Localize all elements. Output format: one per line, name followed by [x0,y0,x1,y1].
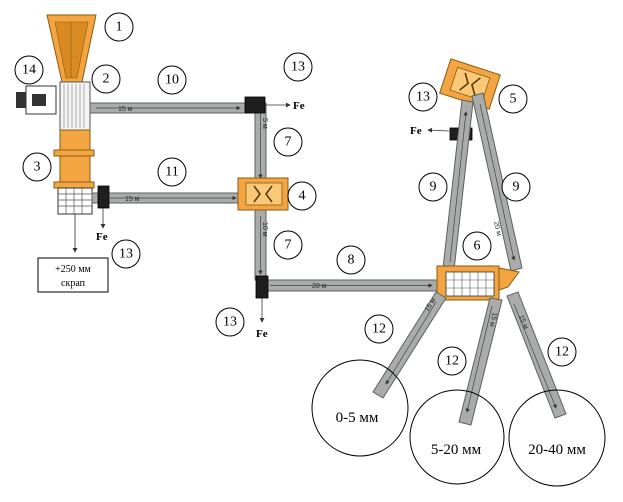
callout-9-right: 9 [501,172,531,202]
conveyor-11: 15 м [91,192,243,204]
magnetic-separator-a [244,96,291,114]
magnetic-separator-c [255,275,269,323]
svg-text:7: 7 [285,135,292,150]
product-pile-0-5: 0-5 мм [311,359,409,457]
callout-10: 10 [157,65,187,95]
callout-13-b: 13 [111,239,141,269]
svg-text:8: 8 [348,253,355,268]
fraction-0-5-label: 0-5 мм [336,410,379,426]
svg-text:9: 9 [430,180,437,195]
svg-text:13: 13 [416,90,430,105]
fraction-20-40-label: 20-40 мм [528,442,586,458]
feed-hopper [46,14,97,83]
svg-text:12: 12 [445,354,459,369]
conveyor-7-upper-length: 5 м [261,118,268,129]
secondary-crusher [237,177,289,211]
conveyor-9-length: 20 м [492,221,502,237]
svg-text:13: 13 [223,315,237,330]
conveyor-8-length: 20 м [312,283,327,290]
conveyor-7-lower-length: 10 м [261,222,268,237]
iron-label-d: Fe [410,125,422,137]
svg-text:12: 12 [372,322,386,337]
svg-text:11: 11 [165,165,178,180]
tertiary-crusher [439,58,501,110]
conveyor-7-upper: 5 м [254,102,268,184]
scrap-label: скрап [61,278,86,289]
callout-13-a: 13 [283,52,313,82]
primary-crusher [53,81,95,189]
iron-label-b: Fe [96,231,108,243]
svg-text:14: 14 [22,63,36,78]
svg-text:13: 13 [119,247,133,262]
callout-7-upper: 7 [273,127,303,157]
conveyor-10: 15 м [89,102,251,114]
svg-text:10: 10 [165,73,179,88]
callout-6: 6 [462,231,492,261]
svg-text:4: 4 [299,189,306,204]
conveyor-7-lower: 10 м [254,209,268,281]
callout-9-left: 9 [418,172,448,202]
conveyor-11-length: 15 м [125,196,140,203]
product-pile-5-20: 5-20 мм [409,389,505,485]
callout-8: 8 [336,245,366,275]
conveyor-12-left: 15 м [372,291,447,399]
callout-14: 14 [14,55,44,85]
conveyor-12-middle-length: 15 м [488,312,498,328]
svg-text:12: 12 [555,345,569,360]
conveyor-12-right: 15 м [506,291,567,419]
callout-4: 4 [287,181,317,211]
callout-5: 5 [498,84,528,114]
scrap-size-label: +250 мм [55,264,91,275]
drive-motor [16,85,57,115]
conveyor-8: 20 м [257,279,443,292]
svg-text:13: 13 [291,60,305,75]
callout-3: 3 [22,152,52,182]
callout-2: 2 [91,64,121,94]
callout-7-lower: 7 [273,230,303,260]
final-screen [436,265,520,301]
svg-text:1: 1 [116,20,123,35]
product-pile-20-40: 20-40 мм [508,389,606,487]
svg-text:2: 2 [103,72,110,87]
svg-text:6: 6 [474,239,481,254]
conveyor-10-length: 15 м [118,106,133,113]
callout-1: 1 [104,12,134,42]
svg-text:3: 3 [34,160,41,175]
svg-text:9: 9 [513,180,520,195]
primary-screen [57,187,93,253]
callout-11: 11 [157,157,187,187]
svg-text:7: 7 [285,238,292,253]
fraction-5-20-label: 5-20 мм [431,442,482,458]
magnetic-separator-b [97,185,110,229]
scrap-output-box: +250 мм скрап [37,257,109,293]
conveyor-12-middle: 15 м [458,297,503,426]
callout-12-left: 12 [364,314,394,344]
callout-12-right: 12 [547,337,577,367]
iron-label-c: Fe [256,328,268,340]
conveyor-9-right: 20 м [471,92,523,272]
callout-13-d: 13 [408,82,438,112]
callout-12-middle: 12 [437,346,467,376]
callout-13-c: 13 [215,307,245,337]
svg-text:5: 5 [510,92,517,107]
iron-label-a: Fe [293,100,305,112]
